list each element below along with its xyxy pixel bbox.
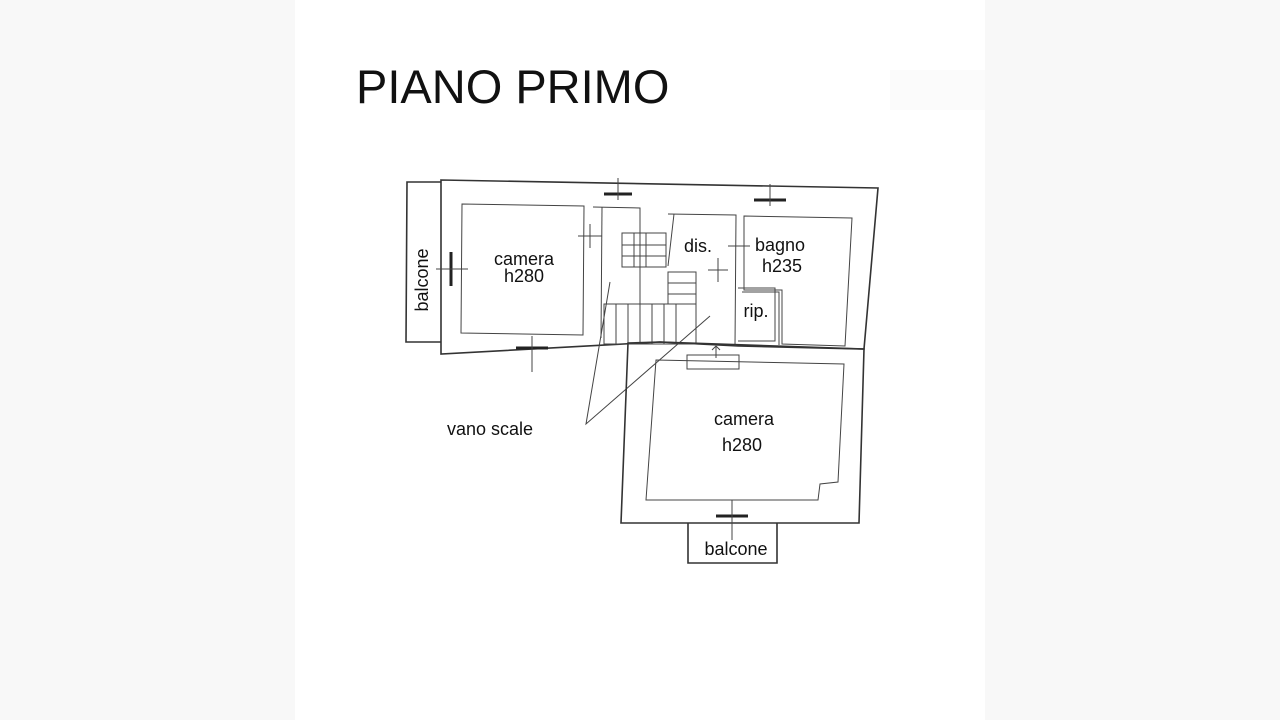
left-balcony (405, 181, 441, 343)
bottom-balcony (687, 523, 778, 564)
ghost-artifact (890, 70, 985, 110)
windows (436, 178, 786, 540)
camera-bottom-label: camera (714, 409, 775, 429)
lower-block-walls (620, 341, 865, 524)
staircase (585, 232, 711, 426)
bagno-height: h235 (762, 256, 802, 276)
plan-title: PIANO PRIMO (356, 60, 669, 113)
balcone-bottom-label: balcone (704, 539, 767, 559)
bagno-label: bagno (755, 235, 805, 255)
camera-top-height: h280 (504, 266, 544, 286)
vano-scale-label: vano scale (447, 419, 533, 439)
balcone-left-label: balcone (412, 248, 432, 311)
dis-label: dis. (684, 236, 712, 256)
camera-bottom-height: h280 (722, 435, 762, 455)
floor-plan-sheet (295, 0, 985, 720)
camera-top-label: camera (494, 249, 555, 269)
rip-label: rip. (743, 301, 768, 321)
upper-block-walls (440, 179, 879, 355)
